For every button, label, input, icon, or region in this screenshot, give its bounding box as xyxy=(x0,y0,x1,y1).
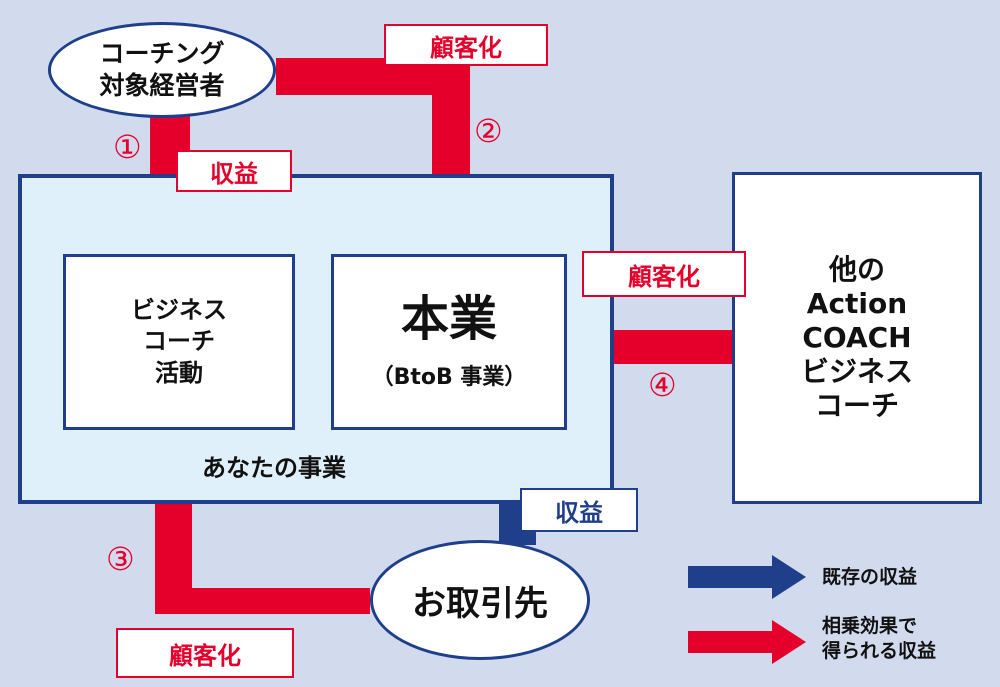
main-business-box: 本業 （BtoB 事業） xyxy=(331,254,567,430)
legend-synergy-line-2: 得られる収益 xyxy=(822,639,937,662)
legend-synergy-text: 相乗効果で 得られる収益 xyxy=(822,614,936,663)
legend-blue-arrow xyxy=(688,555,806,599)
coach-target-line-2: 対象経営者 xyxy=(99,71,225,100)
other-line-4: ビジネス xyxy=(800,355,913,389)
label-customerization-bottom: 顧客化 xyxy=(116,628,294,678)
number-3: ③ xyxy=(106,540,135,578)
label-revenue-red: 収益 xyxy=(176,150,292,192)
legend-existing-text: 既存の収益 xyxy=(822,566,918,588)
label-customerization-right: 顧客化 xyxy=(582,251,746,297)
coach-target-line-1: コーチング xyxy=(99,38,225,68)
other-line-5: コーチ xyxy=(814,389,899,423)
label-revenue-blue: 収益 xyxy=(520,488,638,532)
number-4: ④ xyxy=(648,366,677,404)
other-line-2: Action xyxy=(806,286,908,320)
biz-line-2: コーチ xyxy=(143,327,215,356)
legend-red-arrow xyxy=(688,620,806,664)
label-customerization-top: 顧客化 xyxy=(384,24,548,66)
partner-label: お取引先 xyxy=(412,583,548,624)
your-business-label: あなたの事業 xyxy=(202,454,346,482)
partner-ellipse: お取引先 xyxy=(370,540,590,660)
business-coach-activity-box: ビジネス コーチ 活動 xyxy=(63,254,295,430)
other-line-3: COACH xyxy=(802,320,912,354)
other-line-1: 他の xyxy=(828,252,885,286)
main-business-subtitle: （BtoB 事業） xyxy=(371,365,527,391)
coaching-target-ellipse: コーチング 対象経営者 xyxy=(48,22,276,118)
biz-line-3: 活動 xyxy=(155,358,203,387)
legend-synergy-line-1: 相乗効果で xyxy=(822,615,918,637)
other-coach-box: 他の Action COACH ビジネス コーチ xyxy=(732,172,982,504)
number-1: ① xyxy=(113,128,142,166)
main-business-title: 本業 xyxy=(400,290,497,347)
biz-line-1: ビジネス xyxy=(131,296,227,325)
number-2: ② xyxy=(474,112,503,150)
